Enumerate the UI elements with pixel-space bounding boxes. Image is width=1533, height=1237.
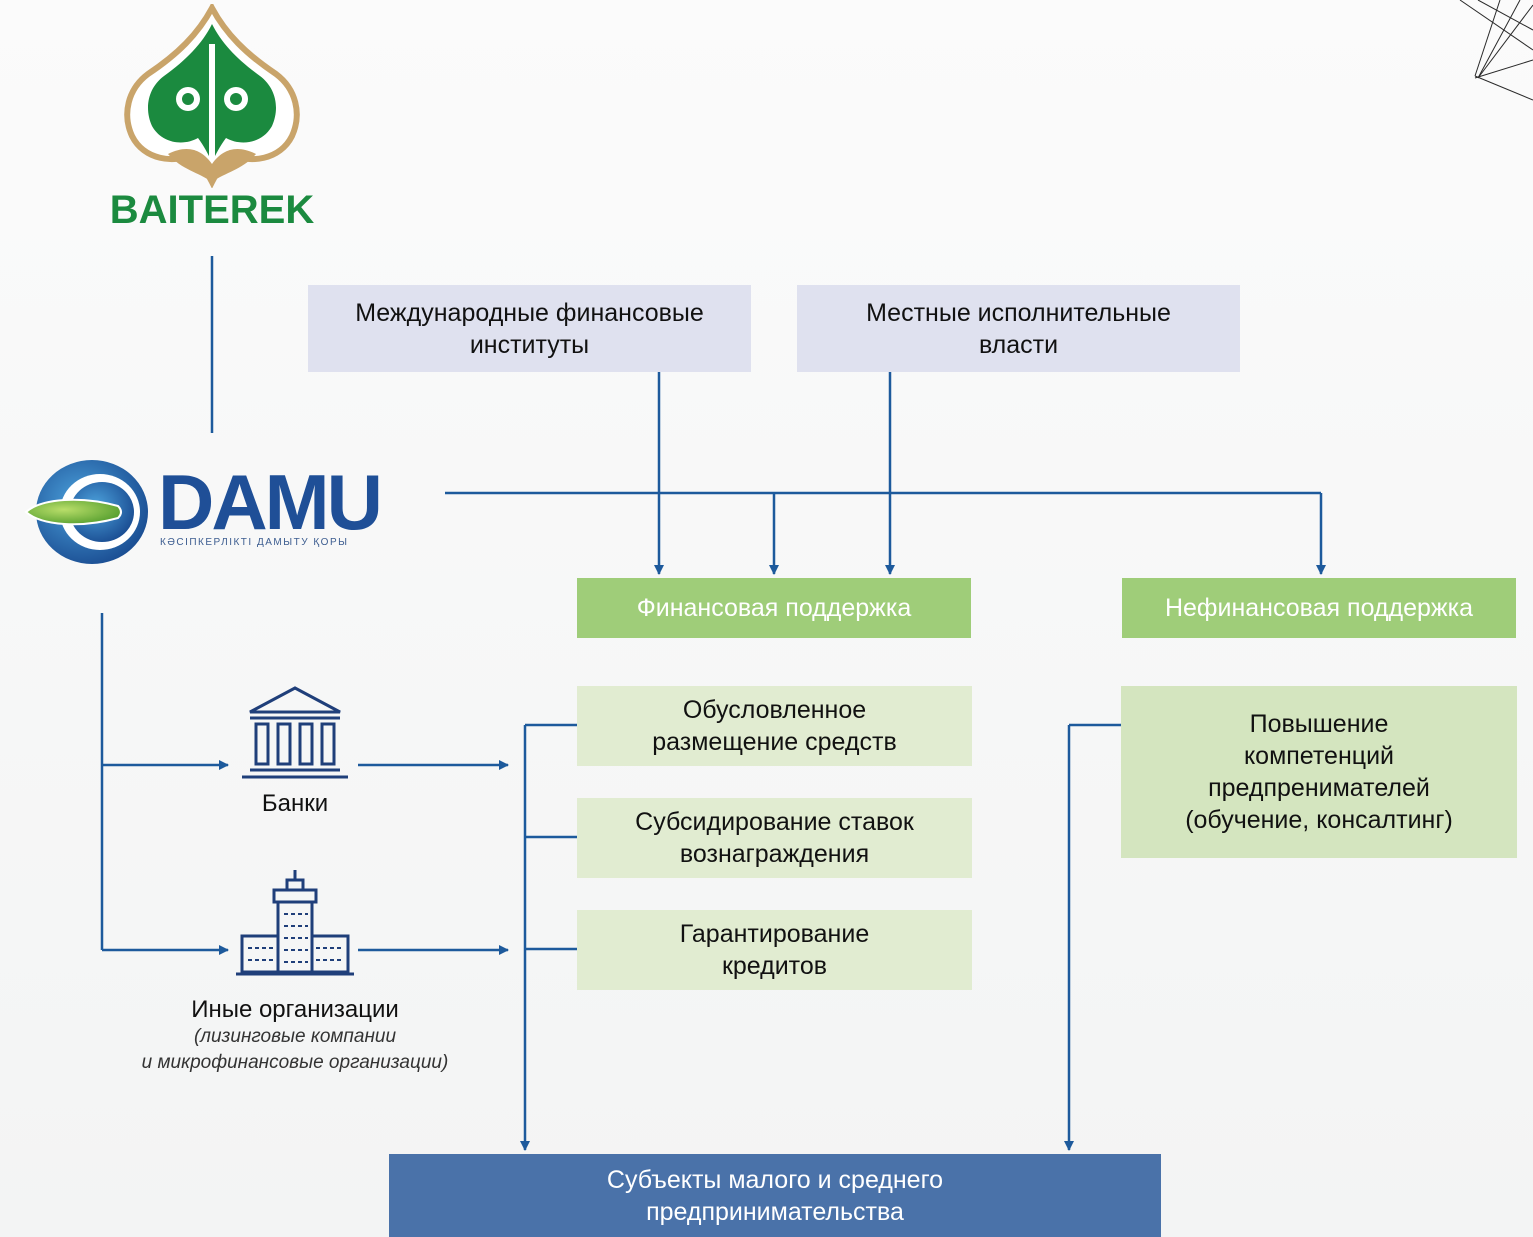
building-icon (236, 868, 354, 978)
ifi-label: Международные финансовые институты (355, 298, 704, 359)
guarantee-box: Гарантирование кредитов (577, 910, 972, 990)
competence-label: Повышение компетенций предпренимателей (… (1185, 710, 1453, 834)
local-authorities-label: Местные исполнительные власти (866, 298, 1171, 359)
local-authorities-box: Местные исполнительные власти (797, 285, 1240, 372)
competence-box: Повышение компетенций предпренимателей (… (1121, 686, 1517, 858)
other-orgs-label: Иные организации (191, 996, 399, 1023)
baiterek-logo (118, 1, 306, 189)
financial-support-label: Финансовая поддержка (636, 593, 912, 622)
damu-emblem-icon (24, 460, 148, 564)
placement-label: Обусловленное размещение средств (652, 696, 897, 756)
sme-target-box: Субъекты малого и среднего предпринимате… (389, 1154, 1161, 1237)
banks-label: Банки (261, 790, 329, 817)
non-financial-support-label: Нефинансовая поддержка (1164, 593, 1474, 622)
non-financial-support-box: Нефинансовая поддержка (1122, 578, 1516, 638)
baiterek-tree-icon (124, 1, 300, 189)
sme-target-label: Субъекты малого и среднего предпринимате… (606, 1165, 944, 1226)
placement-box: Обусловленное размещение средств (577, 686, 972, 766)
decorative-lines (1459, 0, 1533, 101)
damu-subtitle: КӘСІПКЕРЛІКТІ ДАМЫТУ ҚОРЫ (160, 537, 349, 548)
damu-logo (22, 456, 152, 568)
guarantee-label: Гарантирование кредитов (679, 920, 870, 980)
other-orgs-note: (лизинговые компании и микрофинансовые о… (141, 1026, 449, 1073)
damu-wordmark: DAMU (158, 458, 383, 546)
baiterek-wordmark: BAITEREK (109, 188, 315, 232)
subsidy-label: Субсидирование ставок вознаграждения (635, 808, 914, 868)
subsidy-box: Субсидирование ставок вознаграждения (577, 798, 972, 878)
ifi-box: Международные финансовые институты (308, 285, 751, 372)
financial-support-box: Финансовая поддержка (577, 578, 971, 638)
bank-icon (240, 684, 350, 782)
